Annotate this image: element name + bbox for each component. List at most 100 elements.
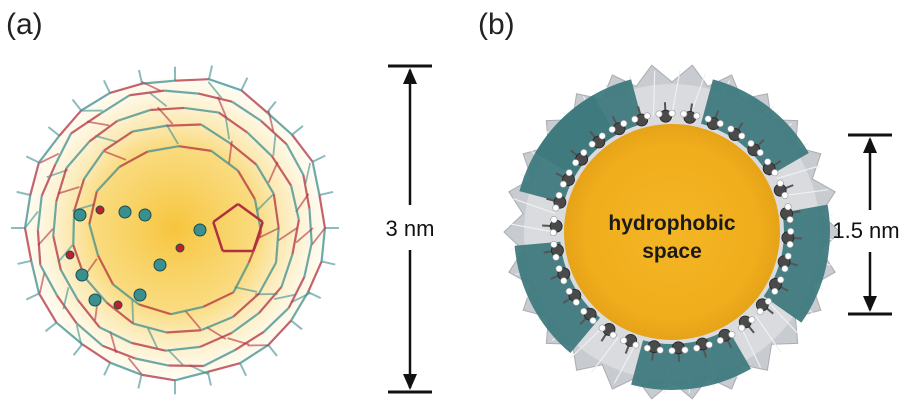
ligand-hydrogen xyxy=(552,204,560,212)
cage-bond xyxy=(229,142,258,166)
cage-bond xyxy=(76,299,101,329)
ligand-hydrogen xyxy=(786,240,794,248)
cage-strut xyxy=(131,300,135,324)
cage-bond xyxy=(55,321,83,346)
ligand-hydrogen xyxy=(728,331,736,339)
ligand-hydrogen xyxy=(680,110,688,118)
cage-strut xyxy=(258,227,280,239)
cage-bond xyxy=(200,315,234,332)
cage-strut xyxy=(156,106,174,125)
cage-spike xyxy=(290,319,303,331)
cage-bond xyxy=(141,79,176,85)
cage-bond xyxy=(164,89,199,95)
ligand-hydrogen xyxy=(555,265,563,273)
cage-atom xyxy=(88,293,102,307)
shell-facet xyxy=(510,223,555,233)
cage-bond xyxy=(80,91,111,112)
cage-bond xyxy=(246,131,273,158)
cage-bond xyxy=(165,345,201,352)
cage-strut xyxy=(295,227,314,244)
teal-sector xyxy=(701,79,809,176)
cage-bond xyxy=(83,276,108,304)
ligand-hydrogen xyxy=(643,344,651,352)
cage-bond xyxy=(170,305,204,316)
cage-bond xyxy=(231,100,262,122)
ligand-hydrogen xyxy=(786,216,794,224)
ligand-hydrogen xyxy=(656,346,664,354)
cage-bond xyxy=(266,111,293,136)
cage-spike xyxy=(44,321,58,333)
cage-bond xyxy=(54,132,73,166)
cage-spike xyxy=(25,155,40,164)
cage-bond xyxy=(289,185,300,221)
shell-facet xyxy=(776,165,821,180)
panel-a-cage xyxy=(11,65,339,395)
cage-bond xyxy=(178,145,212,152)
ligand-hydrogen xyxy=(738,132,746,140)
ligand-hydrogen xyxy=(632,341,640,349)
cage-bond xyxy=(70,113,101,135)
cage-bond xyxy=(23,227,33,262)
panel-label-b: (b) xyxy=(478,8,515,41)
cage-bond xyxy=(307,261,323,293)
cage-bond xyxy=(109,361,142,376)
cage-strut xyxy=(224,116,231,140)
cage-spike xyxy=(312,154,326,163)
teal-sector xyxy=(514,241,600,353)
cage-bond xyxy=(75,322,104,347)
cage-strut xyxy=(86,120,110,127)
cage-bond xyxy=(234,331,265,352)
ligand-hydrogen xyxy=(668,109,676,117)
cage-strut xyxy=(38,272,46,294)
ligand-hydrogen xyxy=(550,240,558,248)
ligand-hydrogen xyxy=(705,341,713,349)
cage-bond xyxy=(230,312,260,334)
cage-bond xyxy=(232,262,250,293)
cage-bond xyxy=(134,357,169,367)
cage-bond xyxy=(237,170,256,200)
ligand-hydrogen xyxy=(620,120,628,128)
cage-spike xyxy=(321,260,336,266)
cage-bond xyxy=(290,291,310,322)
ligand-hydrogen xyxy=(693,344,701,352)
shell-facet xyxy=(754,315,782,353)
cage-atom xyxy=(118,205,132,219)
cage-bond xyxy=(240,89,268,114)
cage-bond xyxy=(232,292,260,318)
cage-pentagon-bond xyxy=(237,202,264,223)
cage-atom xyxy=(138,208,152,222)
cage-strut xyxy=(227,337,250,346)
hydrophobic-core xyxy=(564,124,780,340)
cage-bond xyxy=(147,145,180,153)
cage-bond xyxy=(39,264,58,296)
cage-bond xyxy=(202,291,234,308)
ligand-hydrogen xyxy=(552,253,560,261)
cage-bond xyxy=(291,134,314,163)
cage-strut xyxy=(216,96,228,118)
cage-bond xyxy=(118,150,149,168)
shell-facet xyxy=(767,300,799,335)
cage-spike xyxy=(103,362,112,376)
cage-bond xyxy=(320,227,327,262)
dimension-label-outer: 3 nm xyxy=(386,216,435,241)
cage-bond xyxy=(166,329,202,334)
core-label-line1: hydrophobic xyxy=(608,212,735,235)
cage-strut xyxy=(295,193,310,213)
ligand-hydrogen xyxy=(787,227,795,235)
dimension-bar-outer: 3 nm xyxy=(386,64,435,394)
cage-strut xyxy=(277,227,298,242)
shell-facet xyxy=(513,198,556,215)
shell-facet xyxy=(652,70,656,116)
cage-strut xyxy=(147,328,159,350)
cage-bond xyxy=(280,253,294,288)
ligand-hydrogen xyxy=(784,252,792,260)
cage-bond xyxy=(239,344,269,365)
ligand-hydrogen xyxy=(771,169,779,177)
shell-facet xyxy=(569,327,604,359)
cage-bond xyxy=(132,124,167,133)
cage-strut xyxy=(185,310,202,330)
cage-strut xyxy=(228,140,233,164)
ligand-hydrogen xyxy=(598,132,606,140)
cage-bond xyxy=(184,106,219,114)
cage-bond xyxy=(174,78,210,82)
